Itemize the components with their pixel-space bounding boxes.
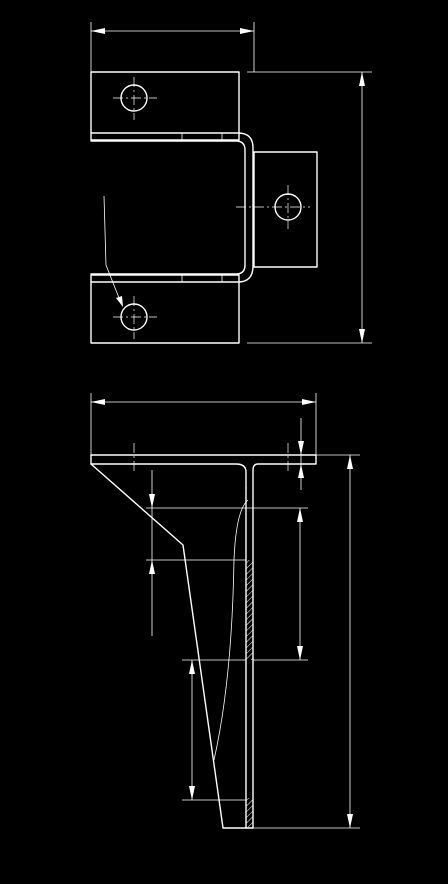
- side-width-arrow-right: [302, 399, 316, 405]
- top-view: [90, 22, 372, 344]
- leader-arrow: [116, 296, 123, 307]
- lower-arrow-bottom: [189, 786, 195, 800]
- side-view: [90, 393, 360, 829]
- bent-strap-outer: [90, 132, 254, 283]
- hatch-section-lower: [246, 798, 253, 828]
- bent-strap-inner: [90, 140, 246, 275]
- top-height-arrow-top: [359, 72, 365, 86]
- leader-line: [103, 195, 122, 304]
- top-width-arrow-left: [91, 28, 105, 34]
- hole-right: [236, 185, 310, 229]
- upper-plate: [90, 71, 240, 141]
- side-height-arrow-bottom: [347, 814, 353, 828]
- hatch-section-upper: [246, 560, 253, 660]
- gusset-arrow-top: [149, 494, 155, 508]
- gusset-arrow-bottom: [149, 560, 155, 574]
- hole-lower: [113, 296, 157, 339]
- lower-arrow-top: [189, 660, 195, 674]
- flange-thk-arrow-top: [298, 441, 304, 455]
- gusset-outline: [90, 463, 249, 829]
- section-arrow-top: [297, 508, 303, 522]
- gusset-curve: [213, 499, 249, 761]
- lower-plate: [90, 274, 240, 344]
- section-arrow-bottom: [297, 646, 303, 660]
- flange-thk-arrow-bottom: [298, 464, 304, 478]
- side-flange-outer: [90, 454, 317, 829]
- hole-upper: [113, 77, 157, 120]
- right-tab: [253, 151, 318, 268]
- side-height-arrow-top: [347, 455, 353, 469]
- side-width-arrow-left: [91, 399, 105, 405]
- side-flange-inner: [90, 454, 247, 489]
- top-height-arrow-bottom: [359, 329, 365, 343]
- top-width-arrow-right: [240, 28, 254, 34]
